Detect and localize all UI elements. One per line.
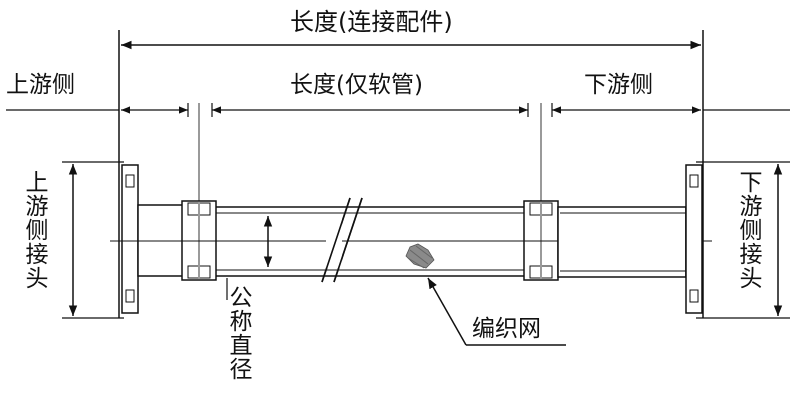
upstream-fitting-height-dimension (62, 161, 124, 319)
downstream-flange (557, 164, 703, 314)
hose-length-label: 长度(仅软管) (290, 72, 423, 98)
braid-leader-line (427, 277, 467, 346)
upstream-fitting-label: 上游侧接头 (21, 170, 47, 290)
overall-length-dimension (118, 30, 704, 318)
hose-length-dimension (6, 103, 790, 205)
downstream-fitting-label: 下游侧接头 (735, 170, 761, 290)
downstream-side-label: 下游侧 (584, 72, 653, 98)
downstream-fitting-height-dimension (696, 161, 790, 319)
braid-mark (405, 243, 566, 346)
upstream-side-label: 上游侧 (6, 72, 75, 98)
upstream-flange (121, 164, 185, 314)
nominal-diameter-label: 公称直径 (225, 285, 251, 381)
braid-label: 编织网 (472, 316, 541, 342)
overall-length-label: 长度(连接配件) (290, 8, 453, 36)
